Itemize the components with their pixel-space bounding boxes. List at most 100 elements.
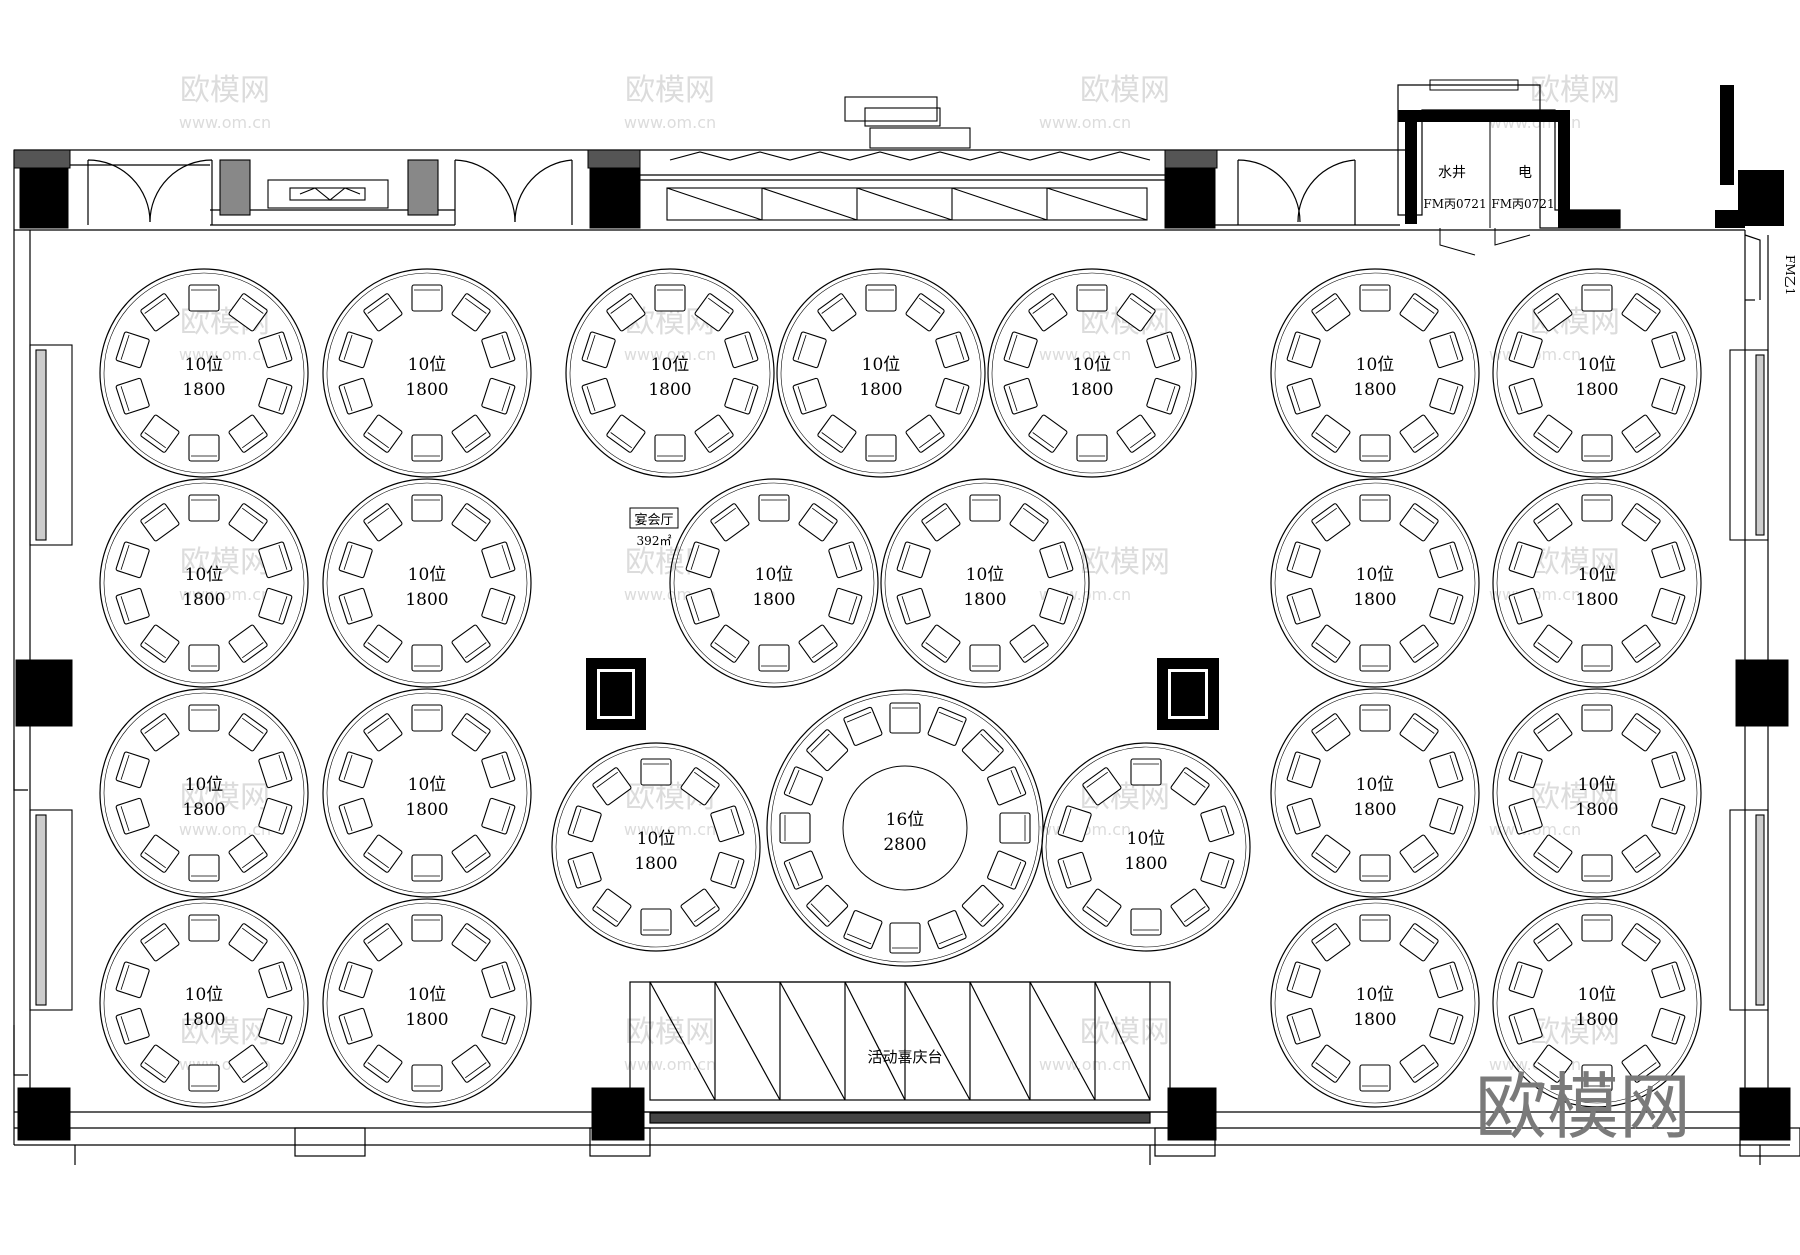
chair: [961, 884, 1004, 927]
chair: [481, 331, 516, 369]
side-door-label: FM乙1: [1783, 255, 1797, 295]
chair: [115, 961, 150, 999]
chair: [258, 1007, 293, 1045]
chair: [817, 414, 857, 453]
chair: [451, 414, 491, 453]
watermark-site: www.om.cn: [624, 113, 716, 132]
chair: [1359, 1064, 1391, 1092]
chair: [798, 624, 838, 663]
chair: [758, 494, 790, 522]
table-size-label: 1800: [1575, 1010, 1618, 1030]
table-outline: [1270, 268, 1480, 478]
watermark-brand: 欧模网: [1080, 1015, 1170, 1050]
chair: [1533, 834, 1573, 873]
chair: [258, 587, 293, 625]
chair: [1581, 914, 1613, 942]
chair: [581, 331, 616, 369]
chair: [1621, 713, 1661, 752]
table-size-label: 1800: [963, 590, 1006, 610]
table-size-label: 1800: [182, 800, 225, 820]
hall-label: 宴会厅 392㎡: [629, 507, 679, 548]
chair: [889, 702, 921, 734]
table-size-label: 1800: [1575, 800, 1618, 820]
chair: [606, 293, 646, 332]
chair: [411, 704, 443, 732]
chair: [1359, 284, 1391, 312]
chair: [1581, 704, 1613, 732]
chair: [1621, 923, 1661, 962]
hall-name: 宴会厅: [634, 512, 673, 528]
table-size-label: 1800: [1353, 380, 1396, 400]
brand-logo: 欧模网: [1475, 1065, 1691, 1149]
chair: [115, 587, 150, 625]
chair: [1076, 434, 1108, 462]
chair: [1311, 834, 1351, 873]
chair: [1651, 751, 1686, 789]
chair: [258, 541, 293, 579]
chair: [228, 1044, 268, 1083]
table-outline-inner: [1496, 272, 1698, 474]
table-outline: [766, 689, 1044, 967]
chair: [258, 331, 293, 369]
watermark-brand: 欧模网: [180, 545, 270, 580]
chair: [889, 922, 921, 954]
table-outline-inner: [555, 746, 757, 948]
chair: [817, 293, 857, 332]
chair: [1621, 624, 1661, 663]
chair: [1429, 331, 1464, 369]
chair: [188, 494, 220, 522]
table-seats-label: 10位: [1578, 775, 1617, 795]
table-outline: [880, 478, 1090, 688]
chair: [140, 624, 180, 663]
chair: [1621, 834, 1661, 873]
table-outline: [1270, 688, 1480, 898]
watermark-layer: 欧模网www.om.cn欧模网www.om.cn欧模网www.om.cn欧模网w…: [179, 73, 1620, 1074]
table-outline: [1492, 268, 1702, 478]
chair: [363, 503, 403, 542]
chair: [1003, 331, 1038, 369]
chair: [1533, 1044, 1573, 1083]
watermark-brand: 欧模网: [180, 780, 270, 815]
chair: [1286, 331, 1321, 369]
chair: [1651, 797, 1686, 835]
service-room-1-name: 水井: [1438, 165, 1466, 181]
chair: [828, 587, 863, 625]
watermark-site: www.om.cn: [179, 345, 271, 364]
table-seats-label: 10位: [755, 565, 794, 585]
watermark-brand: 欧模网: [1080, 73, 1170, 108]
chair: [481, 587, 516, 625]
chair: [640, 908, 672, 936]
chair: [1359, 854, 1391, 882]
chair: [1082, 767, 1122, 806]
chair: [905, 414, 945, 453]
chair: [1533, 293, 1573, 332]
table-10-seat: 10位 1800: [1492, 688, 1702, 898]
table-seats-label: 10位: [408, 355, 447, 375]
table-size-label: 1800: [1575, 380, 1618, 400]
chair: [694, 293, 734, 332]
chair: [1651, 331, 1686, 369]
entrance-doors: [13, 159, 1761, 1076]
watermark-site: www.om.cn: [624, 820, 716, 839]
table-outline: [99, 898, 309, 1108]
chair: [1508, 541, 1543, 579]
chair: [1039, 587, 1074, 625]
chair: [115, 377, 150, 415]
table-seats-label: 10位: [408, 565, 447, 585]
chair: [1651, 377, 1686, 415]
chair: [1399, 293, 1439, 332]
chair: [228, 624, 268, 663]
chair: [140, 414, 180, 453]
chair: [451, 624, 491, 663]
chair: [779, 812, 811, 844]
table-size-label: 1800: [182, 380, 225, 400]
table-outline: [776, 268, 986, 478]
